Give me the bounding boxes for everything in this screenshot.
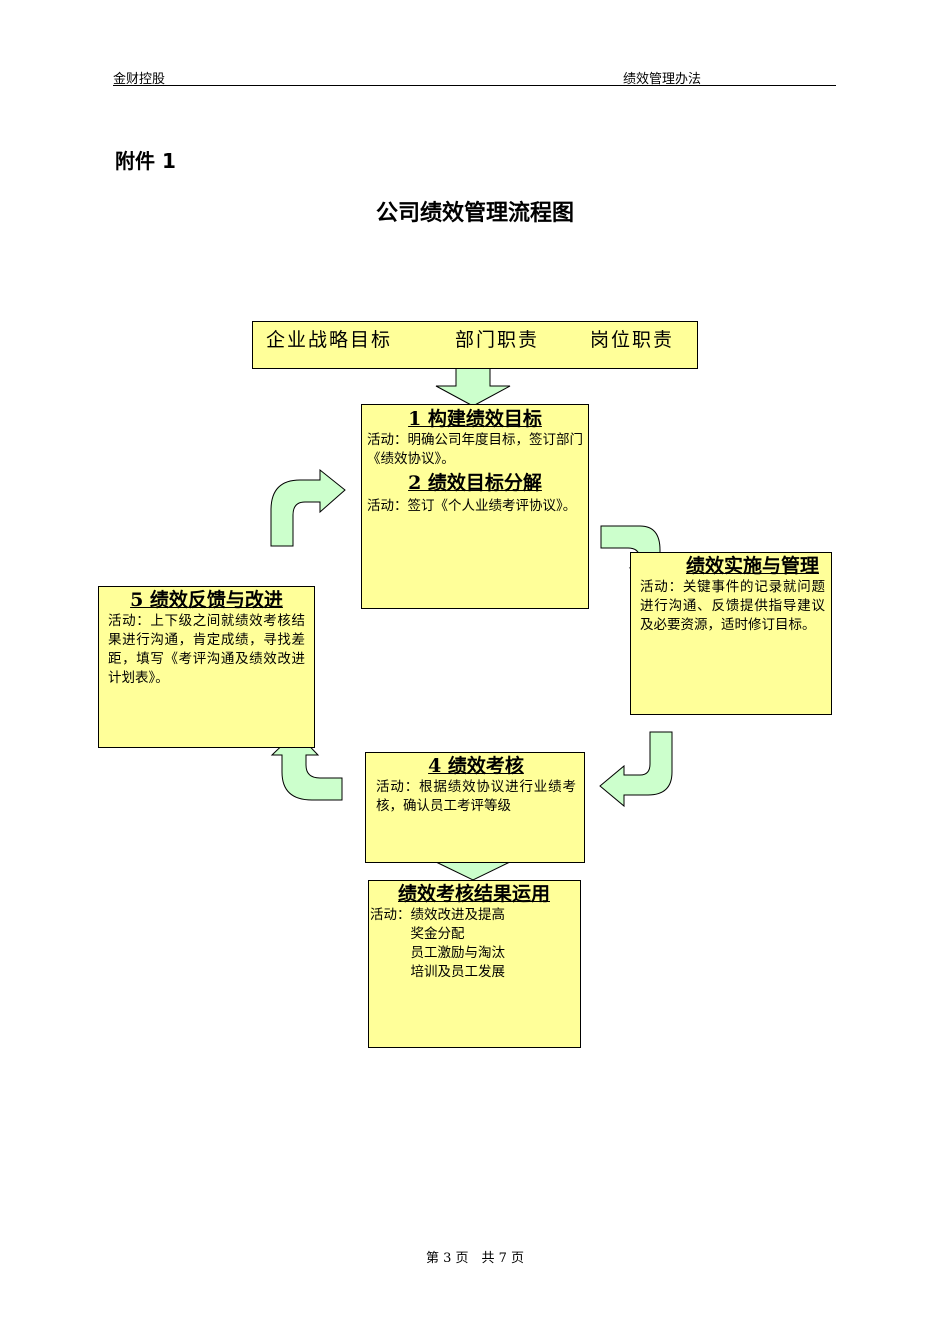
curved-arrow-up-right — [270, 468, 346, 547]
feedback-box: 5 绩效反馈与改进 活动：上下级之间就绩效考核结果进行沟通，肯定成绩，寻找差距，… — [98, 586, 315, 748]
attachment-label: 附件 1 — [115, 149, 176, 173]
header-right: 绩效管理办法 — [623, 72, 702, 87]
step2-title: 2 绩效目标分解 — [408, 472, 542, 494]
step6-activity-list: 绩效改进及提高 奖金分配 员工激励与淘汰 培训及员工发展 — [411, 906, 506, 982]
step1-title: 1 构建绩效目标 — [408, 408, 542, 430]
step6-item: 奖金分配 — [410, 926, 465, 942]
step5-title: 5 绩效反馈与改进 — [130, 589, 283, 611]
step6-item: 员工激励与淘汰 — [410, 945, 506, 961]
header-rule — [113, 85, 836, 86]
flow-item-strategy: 企业战略目标 — [266, 329, 393, 351]
step3-title: 绩效实施与管理 — [685, 555, 819, 577]
implementation-box: 绩效实施与管理 活动：关键事件的记录就问题进行沟通、反馈提供指导建议及必要资源，… — [630, 552, 832, 715]
appraisal-box: 4 绩效考核 活动：根据绩效协议进行业绩考核，确认员工考评等级 — [365, 752, 585, 863]
flow-item-department: 部门职责 — [455, 329, 540, 351]
curved-arrow-down-left — [599, 731, 673, 808]
step4-activity: 活动：根据绩效协议进行业绩考核，确认员工考评等级 — [376, 779, 576, 814]
header-left: 金财控股 — [113, 72, 166, 87]
step6-activity: 活动： 绩效改进及提高 奖金分配 员工激励与淘汰 培训及员工发展 — [370, 906, 578, 982]
step3-activity: 活动：关键事件的记录就问题进行沟通、反馈提供指导建议及必要资源，适时修订目标。 — [640, 579, 825, 633]
result-application-box: 绩效考核结果运用 活动： 绩效改进及提高 奖金分配 员工激励与淘汰 培训及员工发… — [368, 880, 581, 1048]
step4-title: 4 绩效考核 — [428, 755, 524, 777]
step6-title: 绩效考核结果运用 — [397, 883, 550, 905]
step1-activity: 活动：明确公司年度目标，签订部门《绩效协议》。 — [367, 432, 583, 467]
down-arrow-top — [435, 362, 511, 407]
flow-item-position: 岗位职责 — [590, 329, 675, 351]
page-title: 公司绩效管理流程图 — [375, 201, 574, 226]
step6-item: 培训及员工发展 — [410, 964, 506, 980]
page-number: 第 3 页 共 7 页 — [425, 1251, 525, 1266]
step5-activity: 活动：上下级之间就绩效考核结果进行沟通，肯定成绩，寻找差距，填写《考评沟通及绩效… — [108, 613, 305, 686]
step6-activity-label: 活动： — [370, 907, 411, 923]
step2-activity: 活动：签订《个人业绩考评协议》。 — [367, 498, 577, 514]
step6-item: 绩效改进及提高 — [410, 907, 506, 923]
strategy-flow-box: 企业战略目标 部门职责 岗位职责 — [252, 321, 698, 369]
goal-setting-box: 1 构建绩效目标 活动：明确公司年度目标，签订部门《绩效协议》。 2 绩效目标分… — [361, 404, 589, 609]
